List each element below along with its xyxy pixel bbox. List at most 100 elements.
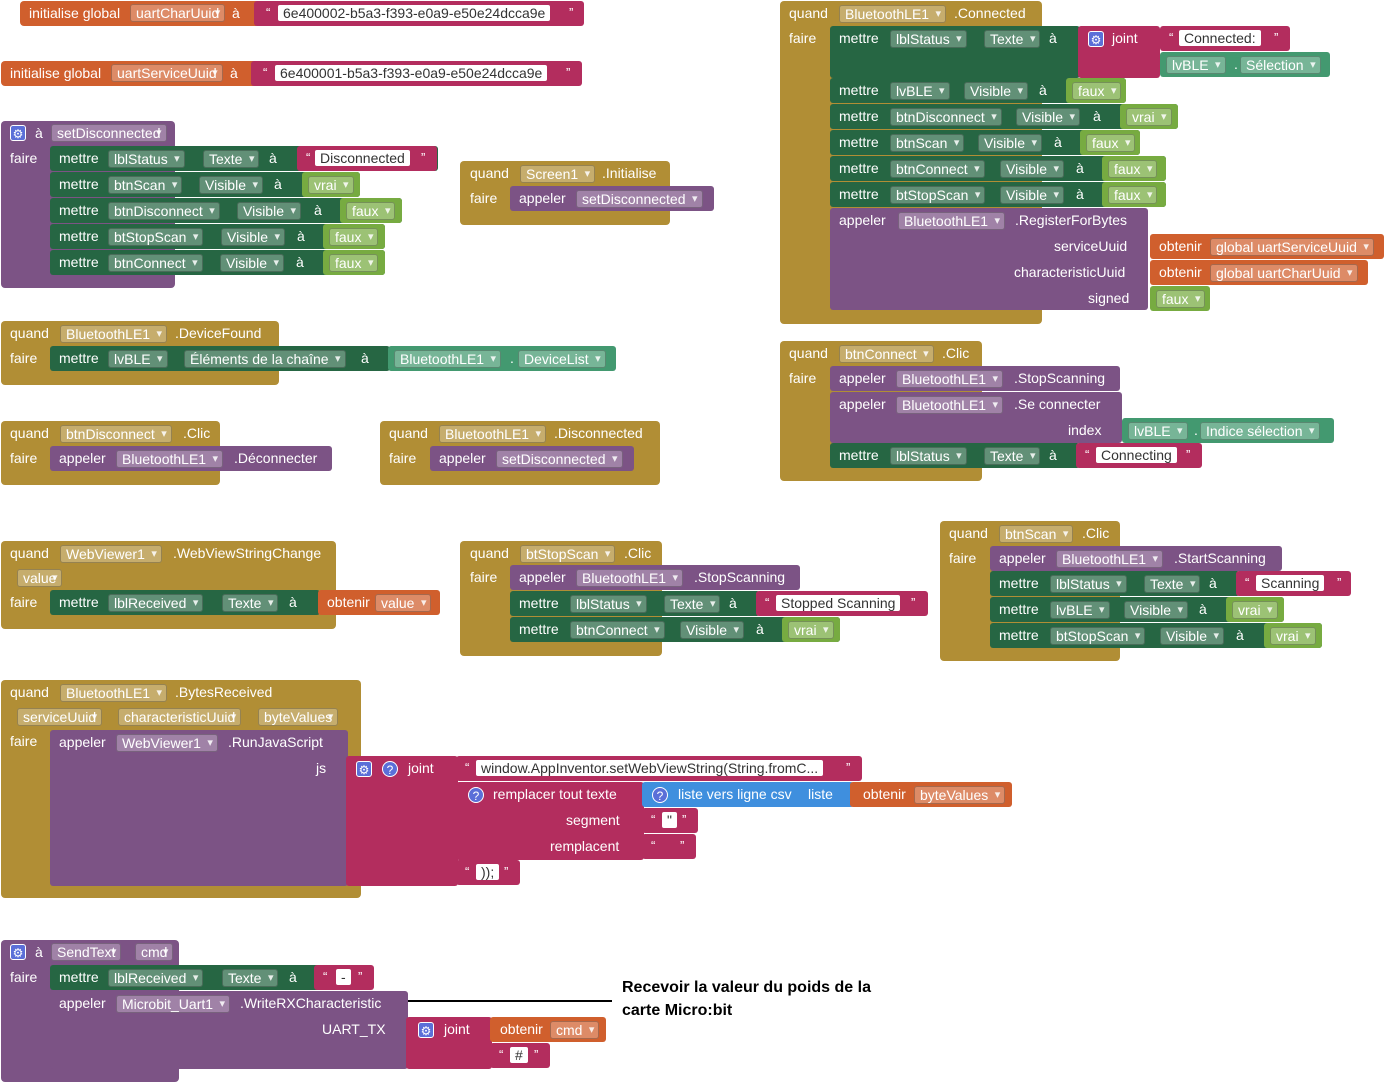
init-global-char-uuid[interactable]: initialise global uartCharUuid à xyxy=(20,1,260,26)
set-lblreceived-text[interactable]: mettre lblReceived Texte à xyxy=(50,590,320,615)
gear-icon[interactable]: ⚙ xyxy=(10,944,26,960)
gear-icon[interactable]: ⚙ xyxy=(356,761,372,777)
set-lblstatus-text[interactable]: mettre lblStatus Texte à xyxy=(830,26,1080,78)
property-dropdown[interactable]: Éléments de la chaîne xyxy=(184,350,346,368)
event-param-characteristic-uuid[interactable]: characteristicUuid xyxy=(118,708,242,726)
component-dropdown[interactable]: BluetoothLE1 xyxy=(839,5,947,23)
call-webviewer-run-javascript[interactable]: appeler WebViewer1 .RunJavaScript js xyxy=(50,730,348,886)
logic-dropdown[interactable]: vrai xyxy=(308,176,354,194)
text-value[interactable]: Stopped Scanning xyxy=(776,595,901,611)
text-block[interactable]: “ )); ” xyxy=(456,860,520,885)
event-param-byte-values[interactable]: byteValues xyxy=(258,708,339,726)
join-block[interactable]: ⚙ joint xyxy=(1078,26,1160,78)
logic-dropdown[interactable]: faux xyxy=(329,228,379,246)
component-dropdown[interactable]: BluetoothLE1 xyxy=(896,370,1004,388)
logic-false-block[interactable]: faux xyxy=(1066,78,1126,103)
text-block[interactable]: “ Scanning ” xyxy=(1236,571,1351,596)
component-dropdown[interactable]: btStopScan xyxy=(108,228,204,246)
logic-dropdown[interactable]: vrai xyxy=(1270,627,1316,645)
property-dropdown[interactable]: Texte xyxy=(203,150,260,168)
text-block[interactable]: “ 6e400002-b5a3-f393-e0a9-e50e24dcca9e ” xyxy=(254,1,584,26)
logic-dropdown[interactable]: faux xyxy=(329,254,379,272)
procedure-dropdown[interactable]: setDisconnected xyxy=(496,450,623,468)
event-webviewer-string-change[interactable]: quand WebViewer1 .WebViewStringChange va… xyxy=(1,541,336,629)
text-block[interactable]: “ 6e400001-b5a3-f393-e0a9-e50e24dcca9e ” xyxy=(251,61,582,86)
component-dropdown[interactable]: BluetoothLE1 xyxy=(60,684,168,702)
text-value[interactable]: Connected: xyxy=(1179,30,1261,46)
component-dropdown[interactable]: lblStatus xyxy=(1050,575,1127,593)
property-dropdown[interactable]: Visible xyxy=(978,134,1042,152)
logic-false-block[interactable]: faux xyxy=(1102,182,1166,207)
component-dropdown[interactable]: btnConnect xyxy=(839,345,934,363)
logic-dropdown[interactable]: faux xyxy=(1086,134,1136,152)
logic-true-block[interactable]: vrai xyxy=(1226,597,1284,622)
property-dropdown[interactable]: Visible xyxy=(1160,627,1224,645)
text-value[interactable]: Connecting xyxy=(1096,447,1177,463)
get-cmd[interactable]: obtenir cmd xyxy=(490,1017,606,1042)
property-dropdown[interactable]: Texte xyxy=(984,30,1041,48)
component-dropdown[interactable]: btnConnect xyxy=(108,254,203,272)
component-dropdown[interactable]: BluetoothLE1 xyxy=(439,425,547,443)
component-dropdown[interactable]: btnDisconnect xyxy=(890,108,1002,126)
component-dropdown[interactable]: BluetoothLE1 xyxy=(394,350,502,368)
logic-dropdown[interactable]: faux xyxy=(1108,186,1158,204)
component-dropdown[interactable]: WebViewer1 xyxy=(60,545,162,563)
variable-dropdown[interactable]: global uartServiceUuid xyxy=(1210,238,1374,256)
property-dropdown[interactable]: Visible xyxy=(237,202,301,220)
text-value[interactable]: )); xyxy=(476,864,500,880)
call-set-disconnected[interactable]: appeler setDisconnected xyxy=(510,186,714,211)
procedure-name-field[interactable]: SendText xyxy=(51,943,122,961)
text-block[interactable]: “ " ” xyxy=(642,808,698,833)
property-dropdown[interactable]: Indice sélection xyxy=(1200,422,1320,440)
call-microbit-write-rx[interactable]: appeler Microbit_Uart1 .WriteRXCharacter… xyxy=(50,991,408,1069)
join-block[interactable]: ⚙ ? joint xyxy=(346,756,458,886)
get-global-service-uuid[interactable]: obtenir global uartServiceUuid xyxy=(1150,234,1384,259)
text-value[interactable]: Scanning xyxy=(1256,575,1325,591)
event-param-service-uuid[interactable]: serviceUuid xyxy=(17,708,103,726)
logic-dropdown[interactable]: vrai xyxy=(788,621,834,639)
property-dropdown[interactable]: Texte xyxy=(664,595,721,613)
component-dropdown[interactable]: btStopScan xyxy=(520,545,616,563)
gear-icon[interactable]: ⚙ xyxy=(1088,31,1104,47)
set-lblstatus-text[interactable]: mettre lblStatus Texte à xyxy=(510,591,760,616)
variable-dropdown[interactable]: cmd xyxy=(550,1021,600,1039)
logic-dropdown[interactable]: vrai xyxy=(1232,601,1278,619)
property-dropdown[interactable]: DeviceList xyxy=(518,350,606,368)
property-dropdown[interactable]: Texte xyxy=(984,447,1041,465)
component-dropdown[interactable]: btnDisconnect xyxy=(60,425,172,443)
property-dropdown[interactable]: Texte xyxy=(222,969,279,987)
init-global-service-uuid[interactable]: initialise global uartServiceUuid à xyxy=(1,61,257,86)
help-icon[interactable]: ? xyxy=(652,787,668,803)
property-dropdown[interactable]: Visible xyxy=(680,621,744,639)
component-dropdown[interactable]: Screen1 xyxy=(520,165,596,183)
variable-dropdown[interactable]: global uartCharUuid xyxy=(1210,264,1358,282)
replace-all-block[interactable]: ? remplacer tout texte segment remplacen… xyxy=(456,782,644,860)
procedure-param-cmd[interactable]: cmd xyxy=(135,943,174,961)
property-dropdown[interactable]: Visible xyxy=(1000,186,1064,204)
text-block[interactable]: “ Connecting ” xyxy=(1076,443,1202,468)
set-lvble-elements[interactable]: mettre lvBLE Éléments de la chaîne à xyxy=(50,346,390,371)
call-ble-connect[interactable]: appeler BluetoothLE1 .Se connecter index xyxy=(830,392,1122,443)
variable-dropdown[interactable]: value xyxy=(375,594,432,612)
property-dropdown[interactable]: Visible xyxy=(964,82,1028,100)
get-value[interactable]: obtenir value xyxy=(318,590,440,615)
logic-true-block[interactable]: vrai xyxy=(1264,623,1322,648)
call-ble-stop-scanning[interactable]: appeler BluetoothLE1 .StopScanning xyxy=(830,366,1120,391)
text-block[interactable]: “ window.AppInventor.setWebViewString(St… xyxy=(456,756,862,781)
call-ble-disconnect[interactable]: appeler BluetoothLE1 .Déconnecter xyxy=(50,446,332,471)
component-dropdown[interactable]: lvBLE xyxy=(1050,601,1110,619)
component-dropdown[interactable]: lblReceived xyxy=(108,594,204,612)
component-dropdown[interactable]: lblStatus xyxy=(890,30,967,48)
text-value[interactable]: " xyxy=(662,812,677,828)
logic-false-block[interactable]: faux xyxy=(323,224,385,249)
text-value[interactable]: # xyxy=(510,1047,528,1063)
component-dropdown[interactable]: btStopScan xyxy=(890,186,986,204)
call-ble-stop-scanning[interactable]: appeler BluetoothLE1 .StopScanning xyxy=(510,565,800,590)
component-dropdown[interactable]: lblStatus xyxy=(890,447,967,465)
global-name-field[interactable]: uartServiceUuid xyxy=(111,64,223,82)
component-dropdown[interactable]: lblStatus xyxy=(108,150,185,168)
component-dropdown[interactable]: BluetoothLE1 xyxy=(576,569,684,587)
set-btnconnect-visible[interactable]: mettre btnConnect Visible à xyxy=(50,250,385,275)
call-ble-start-scanning[interactable]: appeler BluetoothLE1 .StartScanning xyxy=(990,546,1282,571)
logic-dropdown[interactable]: faux xyxy=(1072,82,1122,100)
